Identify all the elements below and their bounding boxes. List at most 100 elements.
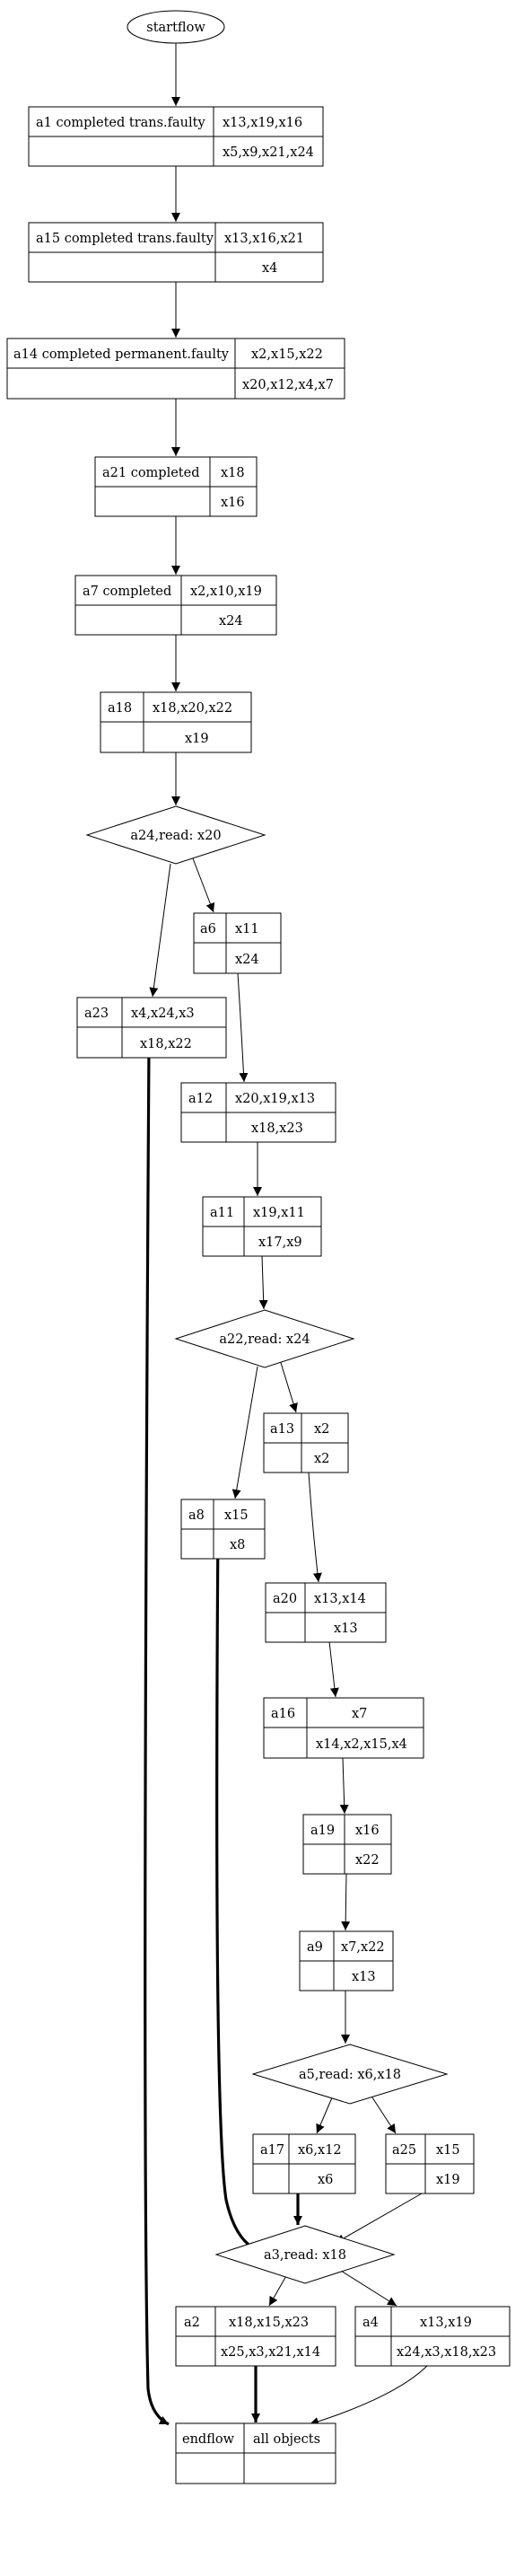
node-a23[interactable]: a23 x4,x24,x3 x18,x22 [76,997,227,1059]
node-a16-bottom: x14,x2,x15,x4 [316,1737,407,1752]
decision-a24-diamond [85,805,266,865]
decision-a5-label: a5,read: x6,x18 [299,2068,401,2082]
node-a11-bottom: x17,x9 [258,1235,302,1250]
node-a20-bottom: x13 [334,1622,358,1636]
edge-a5-a17 [316,2095,334,2134]
node-a6-bottom: x24 [235,953,259,967]
node-a17-name: a17 [260,2143,284,2158]
node-a2-bottom: x25,x3,x21,x14 [221,2345,320,2360]
node-a6-top: x11 [235,922,259,936]
node-a14-top: x2,x15,x22 [251,347,323,362]
node-a21[interactable]: a21 completed x18 x16 [94,456,258,517]
node-a20[interactable]: a20 x13,x14 x13 [265,1582,387,1643]
edge-a11-a22 [258,1255,268,1310]
edge-a8-a3 [215,1524,258,2252]
node-a19-top: x16 [355,1824,380,1838]
edge-a23-endflow [144,1044,170,2426]
edge-a5-a25 [368,2091,397,2134]
node-a1[interactable]: a1 completed trans.faulty x13,x19,x16 x5… [28,106,324,167]
node-a4[interactable]: a4 x13,x19 x24,x3,x18,x23 [354,2306,511,2367]
node-a15[interactable]: a15 completed trans.faulty x13,x16,x21 x… [28,222,324,283]
node-a18-name: a18 [108,701,132,716]
node-a4-top: x13,x19 [420,2316,472,2330]
node-a9-bottom: x13 [352,1970,376,1984]
node-a18[interactable]: a18 x18,x20,x22 x19 [100,691,252,753]
edge-a13-a20 [308,1472,322,1583]
node-a1-top: x13,x19,x16 [223,116,302,130]
node-a12[interactable]: a12 x20,x19,x13 x18,x23 [180,1082,336,1143]
node-a25-top: x15 [436,2143,460,2158]
node-a23-top: x4,x24,x3 [131,1007,195,1021]
decision-a5[interactable]: a5,read: x6,x18 [251,2044,449,2105]
node-a18-bottom: x19 [185,732,209,746]
node-a7-top: x2,x10,x19 [190,585,262,599]
decision-a5-diamond [251,2044,449,2105]
edges [144,42,428,2426]
decision-a24-label: a24,read: x20 [130,829,221,843]
node-a7-name: a7 completed [83,585,171,599]
start-ellipse [127,10,225,44]
node-a8[interactable]: a8 x15 x8 [180,1499,266,1560]
start-label: startflow [146,21,205,35]
node-a21-bottom: x16 [221,496,245,510]
edge-a22-a8 [231,1366,258,1499]
node-a21-top: x18 [221,466,245,480]
node-a9-top: x7,x22 [341,1940,385,1955]
node-a15-name: a15 completed trans.faulty [36,232,214,246]
node-a4-name: a4 [362,2316,379,2330]
node-a12-bottom: x18,x23 [251,1121,303,1136]
node-a16-top: x7 [352,1707,367,1721]
node-a8-bottom: x8 [230,1538,245,1552]
decision-a3-diamond [214,2225,396,2284]
node-a16[interactable]: a16 x7 x14,x2,x15,x4 [263,1697,424,1759]
node-a19-bottom: x22 [355,1853,380,1868]
node-a12-name: a12 [188,1092,213,1106]
node-a16-name: a16 [271,1707,295,1721]
node-a6[interactable]: a6 x11 x24 [193,912,282,974]
node-a13-name: a13 [270,1422,294,1437]
node-a2[interactable]: a2 x18,x15,x23 x25,x3,x21,x14 [175,2306,336,2367]
node-a25[interactable]: a25 x15 x19 [385,2133,475,2194]
node-a9[interactable]: a9 x7,x22 x13 [299,1930,394,1991]
edge-a20-a16 [328,1640,339,1698]
node-a11-name: a11 [210,1206,234,1220]
node-a13[interactable]: a13 x2 x2 [263,1412,349,1473]
node-a7[interactable]: a7 completed x2,x10,x19 x24 [74,575,277,636]
edge-a3-a4 [333,2265,397,2307]
edge-a25-a3 [335,2193,423,2244]
node-a14-bottom: x20,x12,x4,x7 [242,378,334,392]
node-a17[interactable]: a17 x6,x12 x6 [252,2133,356,2194]
node-a20-name: a20 [273,1592,297,1606]
node-endflow-right: all objects [253,2432,320,2447]
decision-a22-label: a22,read: x24 [219,1332,310,1347]
decision-a3[interactable]: a3,read: x18 [214,2225,396,2284]
node-a14[interactable]: a14 completed permanent.faulty x2,x15,x2… [6,338,345,400]
decision-a24[interactable]: a24,read: x20 [85,805,266,865]
node-a17-top: x6,x12 [298,2143,342,2158]
node-a9-name: a9 [307,1940,323,1955]
edge-a22-a13 [277,1353,298,1413]
node-a15-bottom: x4 [262,261,277,276]
node-a17-bottom: x6 [318,2173,333,2187]
node-a20-top: x13,x14 [314,1592,366,1606]
decision-a22[interactable]: a22,read: x24 [174,1309,355,1368]
node-endflow-name: endflow [182,2432,235,2447]
node-a2-name: a2 [184,2316,200,2330]
edge-a24-a23 [149,863,171,998]
node-a13-top: x2 [314,1422,329,1437]
node-a25-name: a25 [392,2143,416,2158]
node-startflow[interactable]: startflow [127,10,225,44]
node-a11[interactable]: a11 x19,x11 x17,x9 [202,1196,322,1257]
node-a2-top: x18,x15,x23 [229,2316,309,2330]
node-a21-name: a21 completed [102,466,200,480]
edge-a3-a2 [268,2273,288,2307]
node-a11-top: x19,x11 [253,1206,305,1220]
node-endflow[interactable]: endflow all objects [175,2422,336,2484]
node-a1-bottom: x5,x9,x21,x24 [223,145,314,160]
node-a6-name: a6 [200,922,216,936]
node-a4-bottom: x24,x3,x18,x23 [397,2345,496,2360]
node-a19[interactable]: a19 x16 x22 [302,1814,392,1875]
decision-a22-diamond [174,1309,355,1368]
